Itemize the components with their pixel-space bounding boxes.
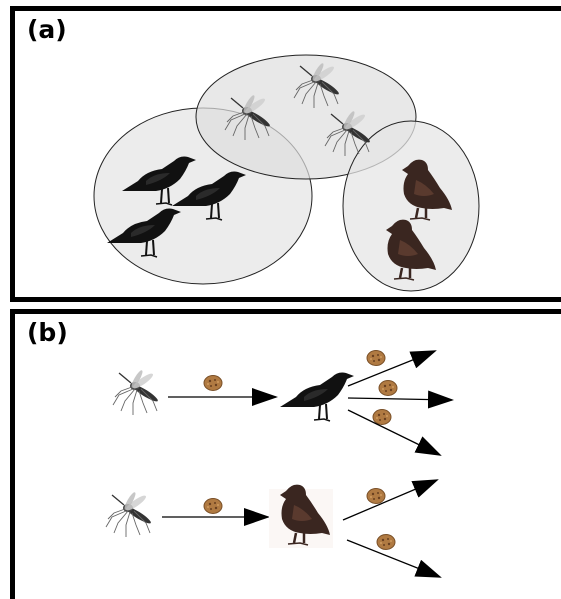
crow-icon <box>280 373 354 422</box>
pathogen-particle-icon <box>377 535 395 550</box>
arrow-icon <box>343 480 437 520</box>
mosquito-icon <box>113 369 159 415</box>
pathogen-particle-icon <box>367 351 385 366</box>
arrow-icon <box>348 410 440 455</box>
pathogen-particle-icon <box>367 489 385 504</box>
arrow-icon <box>348 398 452 400</box>
pathogen-particle-icon <box>204 499 222 514</box>
mosquito-icon <box>106 491 152 537</box>
pathogen-particle-icon <box>373 410 391 425</box>
pathogen-particle-icon <box>379 381 397 396</box>
pathogen-particle-icon <box>204 376 222 391</box>
